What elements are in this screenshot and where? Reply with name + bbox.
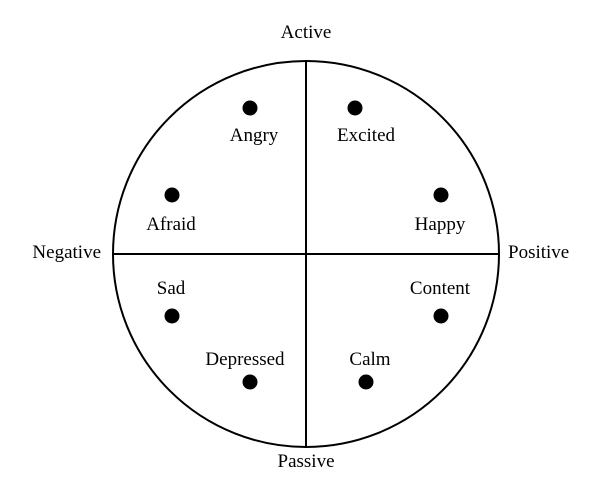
emotion-calm: Calm xyxy=(349,349,391,390)
axis-label-bottom: Passive xyxy=(278,451,335,472)
emotion-afraid: Afraid xyxy=(146,187,196,235)
emotion-content: Content xyxy=(410,278,471,324)
emotion-label-depressed: Depressed xyxy=(205,349,285,370)
emotion-label-sad: Sad xyxy=(157,278,186,299)
emotion-dot-depressed xyxy=(242,374,258,390)
emotion-dot-afraid xyxy=(164,187,180,203)
emotion-dot-happy xyxy=(433,187,449,203)
axis-label-top: Active xyxy=(281,22,332,43)
emotion-depressed: Depressed xyxy=(205,349,285,390)
axis-label-left: Negative xyxy=(32,242,101,263)
emotion-dot-content xyxy=(433,308,449,324)
emotion-label-excited: Excited xyxy=(337,125,396,146)
emotion-dot-excited xyxy=(347,100,363,116)
emotion-label-calm: Calm xyxy=(349,349,390,370)
emotion-dot-sad xyxy=(164,308,180,324)
emotion-label-afraid: Afraid xyxy=(146,214,196,235)
emotion-dot-angry xyxy=(242,100,258,116)
emotion-label-happy: Happy xyxy=(415,214,466,235)
emotion-excited: Excited xyxy=(337,100,396,146)
emotion-angry: Angry xyxy=(230,100,279,146)
emotion-dot-calm xyxy=(358,374,374,390)
emotion-label-content: Content xyxy=(410,278,471,299)
emotion-happy: Happy xyxy=(415,187,466,235)
emotion-label-angry: Angry xyxy=(230,125,279,146)
emotion-sad: Sad xyxy=(157,278,186,324)
axis-label-right: Positive xyxy=(508,242,569,263)
